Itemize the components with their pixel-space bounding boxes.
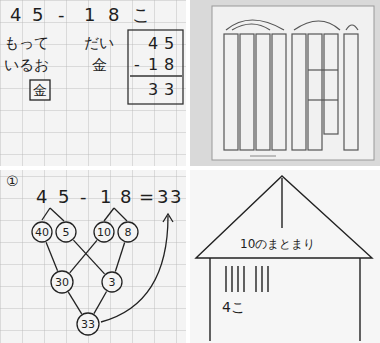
- node-text: 33: [81, 319, 95, 330]
- handwritten-text: -: [80, 188, 87, 206]
- handwritten-text: だい: [84, 36, 114, 51]
- node-text: 3: [109, 277, 116, 288]
- handwritten-text: -: [58, 6, 65, 24]
- handwritten-text: 10のまとまり: [240, 238, 315, 250]
- handwritten-text: 4こ: [222, 300, 245, 314]
- handwritten-text: もって: [4, 36, 49, 51]
- handwritten-text: 4: [36, 188, 47, 206]
- node-text: 30: [55, 277, 69, 288]
- handwritten-text: 1: [84, 6, 95, 24]
- handwritten-text: 5: [58, 188, 69, 206]
- handwritten-text: =: [139, 188, 154, 206]
- number-circle: 3: [101, 271, 123, 293]
- branch-line: [68, 292, 81, 314]
- handwritten-text: 金: [92, 58, 107, 73]
- boxed-character: 金: [29, 79, 51, 101]
- handwritten-text: 8: [120, 188, 131, 206]
- node-text: 5: [63, 227, 70, 238]
- handwritten-text: 8: [108, 6, 119, 24]
- handwritten-text: 1: [100, 188, 111, 206]
- branch-line: [115, 242, 124, 271]
- node-text: 40: [35, 227, 49, 238]
- number-circle: 5: [55, 221, 77, 243]
- handwritten-text: 3: [157, 188, 168, 206]
- handwritten-text: ①: [6, 174, 19, 188]
- handwritten-text: 3: [148, 82, 158, 98]
- handwritten-text: 5: [164, 36, 174, 52]
- handwritten-text: 4: [10, 6, 21, 24]
- node-text: 金: [33, 83, 47, 97]
- number-circle: 33: [76, 312, 100, 336]
- handwritten-text: 8: [164, 57, 174, 73]
- number-circle: 10: [93, 221, 115, 243]
- number-circle: 30: [50, 270, 74, 294]
- handwritten-text: 3: [164, 82, 174, 98]
- number-circle: 40: [31, 221, 53, 243]
- branch-line: [70, 240, 97, 272]
- handwritten-text: 3: [170, 188, 181, 206]
- handwritten-text: 4: [148, 36, 158, 52]
- node-text: 8: [125, 227, 132, 238]
- branch-line: [46, 242, 57, 271]
- node-text: 10: [97, 227, 111, 238]
- handwritten-text: いるお: [4, 58, 49, 73]
- handwritten-text: -: [134, 57, 140, 73]
- branch-line: [94, 292, 107, 314]
- number-circle: 8: [117, 221, 139, 243]
- handwritten-text: 5: [32, 6, 43, 24]
- handwritten-text: こ: [132, 6, 150, 24]
- branch-line: [73, 240, 104, 274]
- handwritten-text: 1: [148, 57, 158, 73]
